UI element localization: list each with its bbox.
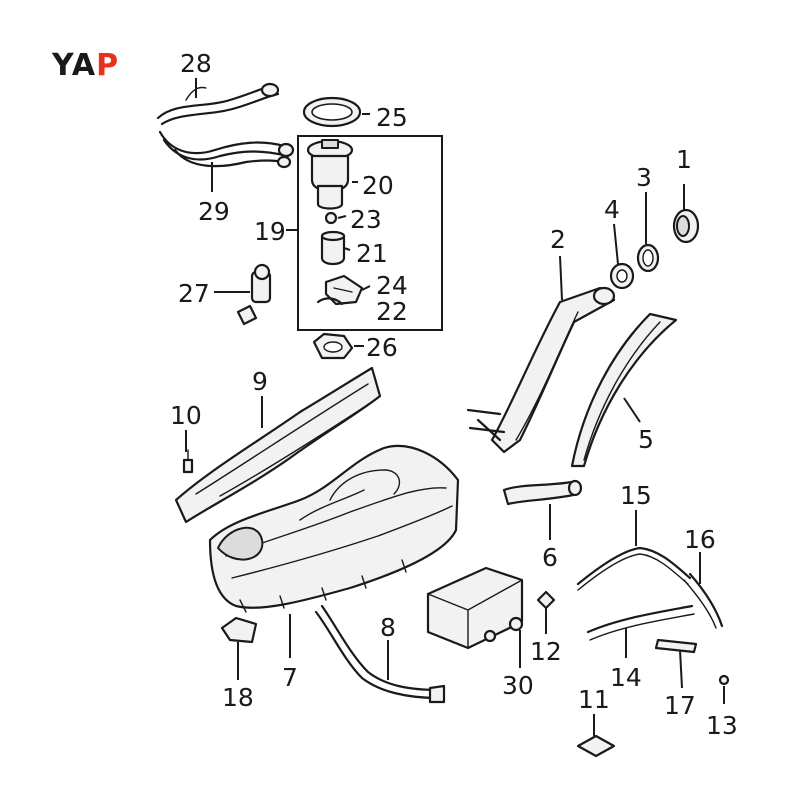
part-22-bracket — [316, 297, 344, 306]
part-23-seal — [324, 211, 338, 225]
callout-29: 29 — [198, 197, 230, 226]
brand-logo-part1: YA — [52, 48, 97, 83]
part-15-hose — [576, 546, 692, 586]
part-27-sensor — [236, 263, 272, 326]
part-30-charcoal-canister — [426, 566, 524, 650]
part-14-hose — [586, 604, 694, 634]
part-8-tank-strap — [314, 604, 446, 704]
callout-16: 16 — [684, 525, 716, 554]
leader-lines — [185, 78, 725, 736]
part-7-fuel-tank — [208, 444, 460, 613]
part-1-fuel-cap — [672, 208, 700, 244]
callout-4: 4 — [604, 195, 620, 224]
callout-17: 17 — [664, 691, 696, 720]
part-11-pad — [576, 734, 616, 758]
brand-logo: YAP — [52, 48, 119, 83]
part-9-heat-shield — [174, 366, 382, 524]
part-26-gasket — [312, 332, 354, 360]
part-17-connector — [654, 638, 698, 654]
callout-23: 23 — [350, 205, 382, 234]
part-13-grommet — [718, 674, 730, 686]
part-28-hose-harness — [156, 82, 295, 169]
callout-20: 20 — [362, 171, 394, 200]
callout-8: 8 — [380, 613, 396, 642]
callout-14: 14 — [610, 663, 642, 692]
part-3-hose-clamp — [636, 243, 660, 273]
callout-10: 10 — [170, 401, 202, 430]
callout-27: 27 — [178, 279, 210, 308]
callout-9: 9 — [252, 367, 268, 396]
callout-21: 21 — [356, 239, 388, 268]
callout-5: 5 — [638, 425, 654, 454]
callout-22: 22 — [376, 297, 408, 326]
callout-1: 1 — [676, 145, 692, 174]
callout-18: 18 — [222, 683, 254, 712]
callout-30: 30 — [502, 671, 534, 700]
callout-11: 11 — [578, 685, 610, 714]
part-24-sender-unit — [324, 274, 364, 306]
callout-6: 6 — [542, 543, 558, 572]
callout-24: 24 — [376, 271, 408, 300]
callout-19: 19 — [254, 217, 286, 246]
callout-12: 12 — [530, 637, 562, 666]
part-12-clip — [536, 590, 556, 610]
callout-15: 15 — [620, 481, 652, 510]
part-2-filler-neck — [466, 286, 616, 454]
callout-25: 25 — [376, 103, 408, 132]
part-5-filler-shield — [570, 312, 678, 468]
part-16-hose — [688, 572, 724, 628]
callout-labels: 1 2 3 4 5 6 7 8 9 10 11 12 13 14 15 16 1… — [170, 49, 738, 740]
callout-13: 13 — [706, 711, 738, 740]
part-21-filter — [320, 230, 346, 266]
part-25-lock-ring — [302, 96, 362, 128]
pump-assembly-box — [297, 135, 443, 331]
brand-logo-part2: P — [96, 48, 120, 83]
part-20-fuel-pump — [306, 139, 354, 210]
part-18-bracket — [220, 616, 258, 644]
part-4-grommet — [609, 262, 635, 290]
part-6-hose — [502, 479, 583, 506]
callout-26: 26 — [366, 333, 398, 362]
callout-2: 2 — [550, 225, 566, 254]
callout-28: 28 — [180, 49, 212, 78]
callout-3: 3 — [636, 163, 652, 192]
part-10-bolt — [182, 449, 194, 474]
callout-7: 7 — [282, 663, 298, 692]
